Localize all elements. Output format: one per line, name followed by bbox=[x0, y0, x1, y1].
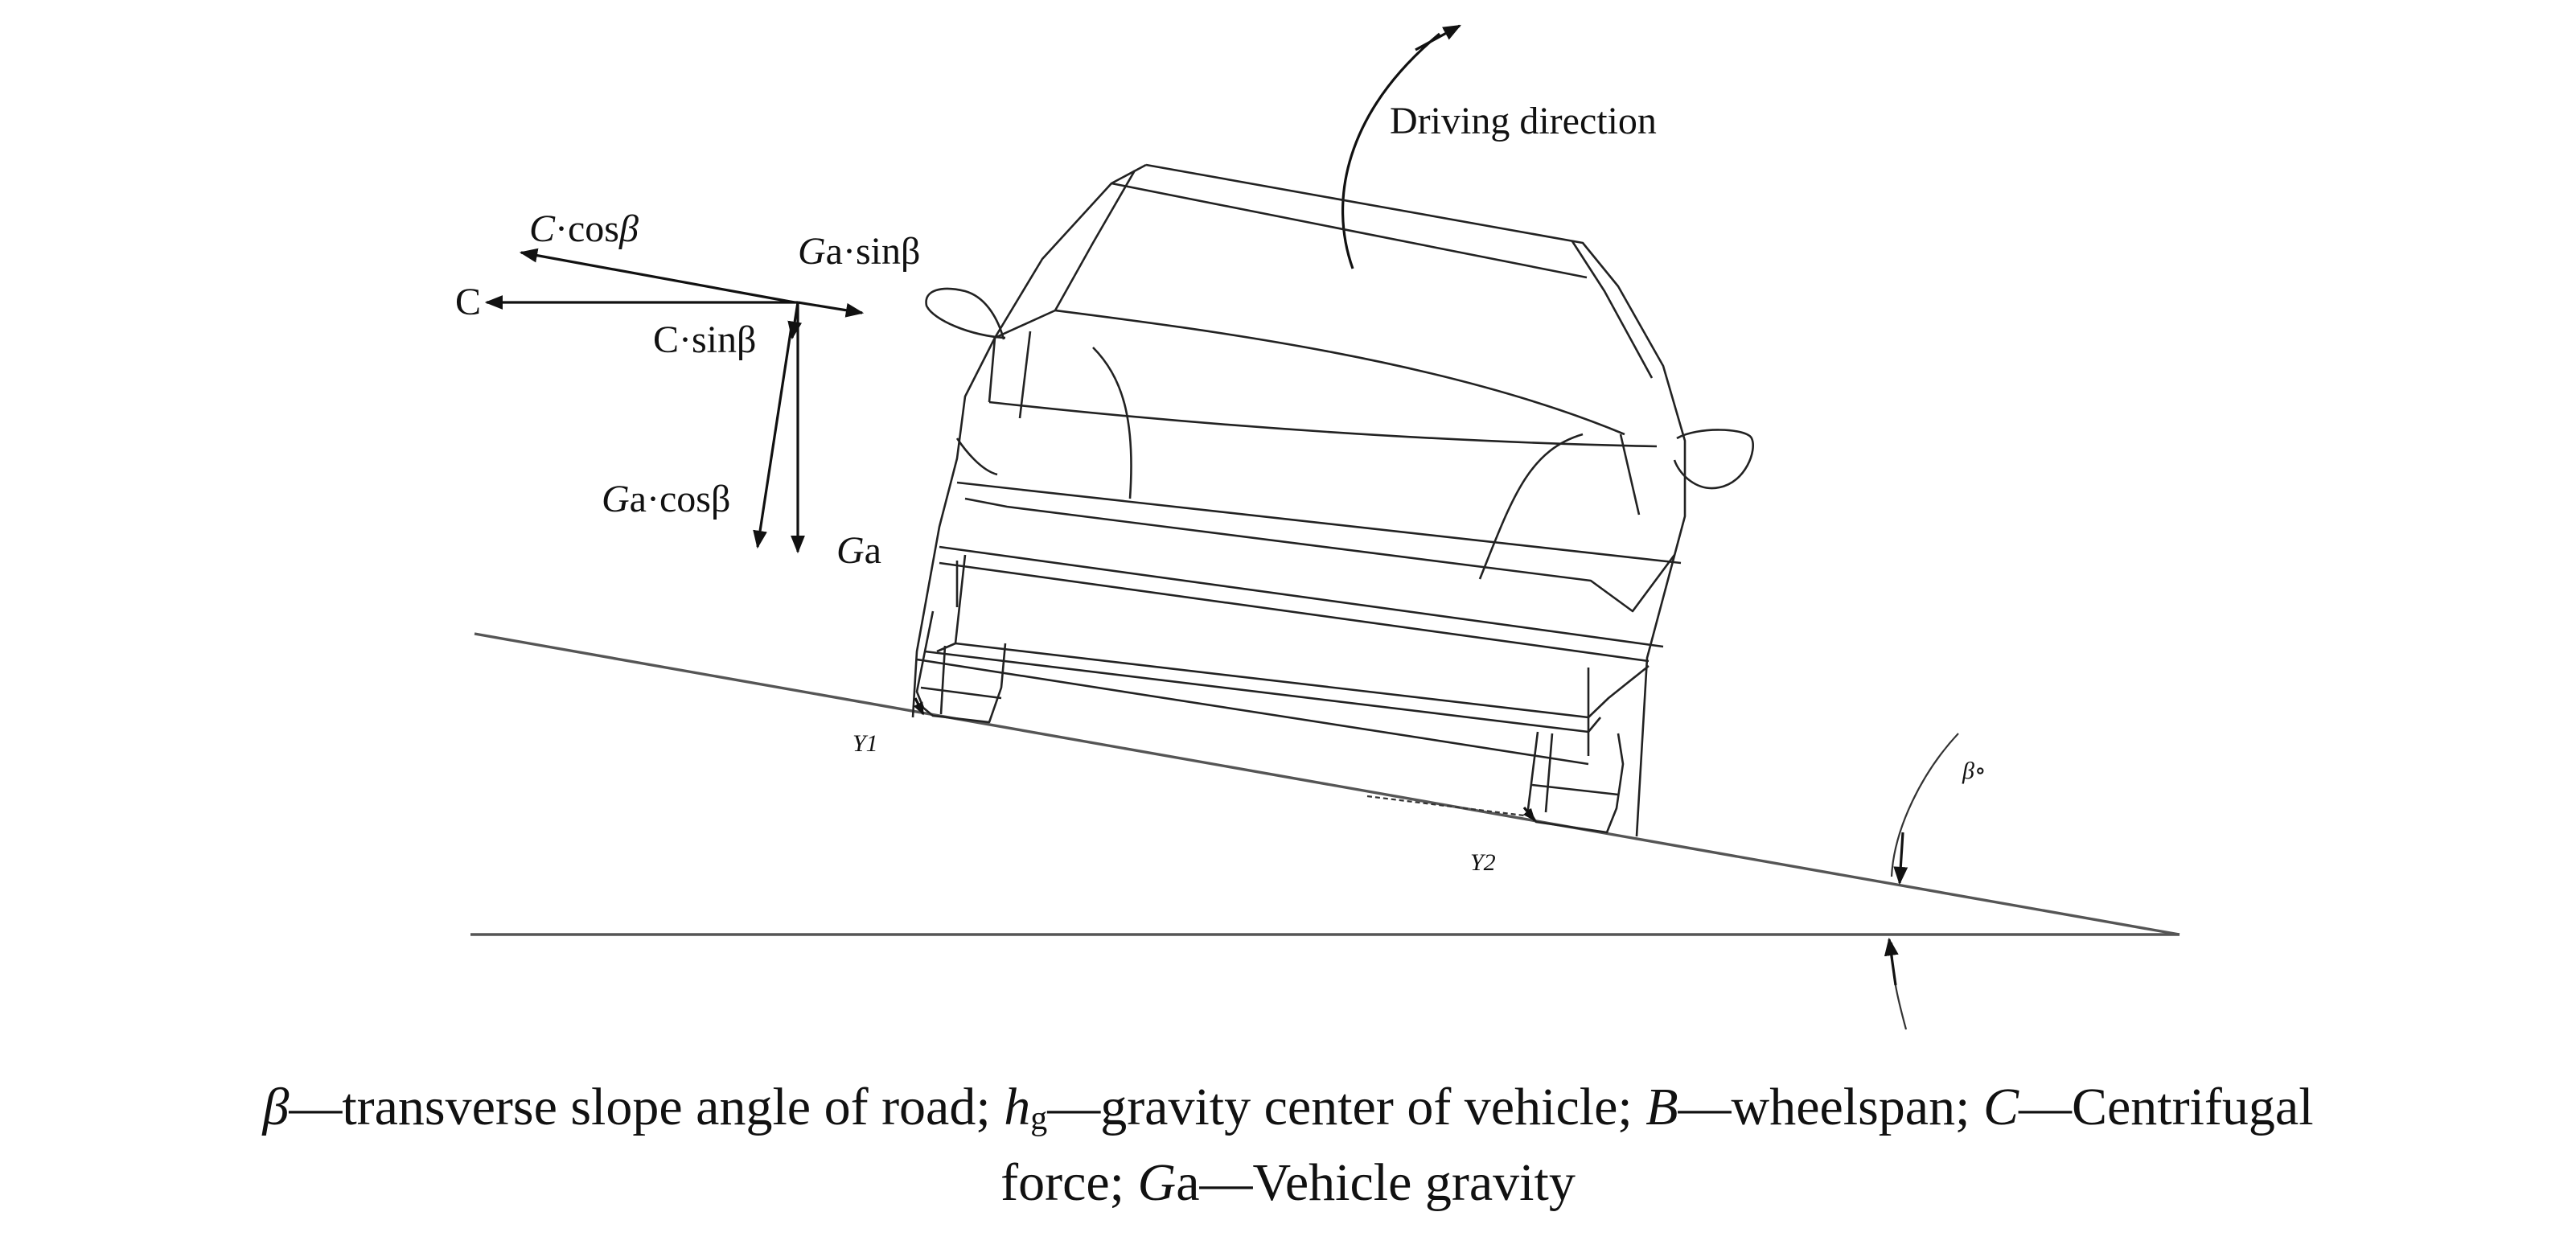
ga-cos-beta-label: Ga·cosβ bbox=[602, 478, 730, 520]
caption-h-text: —gravity center of vehicle; bbox=[1047, 1078, 1646, 1136]
vehicle-rear-view bbox=[911, 163, 1754, 837]
driving-direction-label: Driving direction bbox=[1390, 100, 1657, 142]
c-cos-beta-label: C·cosβ bbox=[529, 207, 639, 250]
caption-c-text: —Centrifugal bbox=[2018, 1078, 2314, 1136]
ga-gravity-label: Ga bbox=[836, 529, 881, 572]
caption-beta-text: —transverse slope angle of road; bbox=[289, 1078, 1005, 1136]
c-sin-beta-label: C·sinβ bbox=[653, 318, 756, 361]
caption-ga-symbol: G bbox=[1137, 1153, 1177, 1212]
caption-ga-text: a—Vehicle gravity bbox=[1176, 1153, 1576, 1212]
figure-caption: β—transverse slope angle of road; hg—gra… bbox=[0, 1070, 2576, 1221]
slope-angle-label: β∘ bbox=[1962, 758, 1986, 784]
caption-h-symbol: h bbox=[1004, 1078, 1031, 1136]
ga-sin-beta-label: Ga·sinβ bbox=[798, 230, 920, 273]
ga-cos-beta-vector bbox=[753, 321, 794, 549]
centrifugal-force-label: C bbox=[455, 281, 481, 323]
caption-line-2: force; Ga—Vehicle gravity bbox=[0, 1145, 2576, 1221]
sloped-road-line bbox=[474, 632, 2180, 936]
caption-b-text: —wheelspan; bbox=[1678, 1078, 1983, 1136]
y2-reaction-label: Y2 bbox=[1470, 849, 1496, 876]
caption-h-subscript: g bbox=[1030, 1100, 1048, 1137]
ga-sin-beta-vector bbox=[797, 301, 865, 318]
driving-direction-indicator: Driving direction bbox=[1341, 24, 1657, 269]
y1-reaction-label: Y1 bbox=[853, 730, 878, 757]
caption-line-1: β—transverse slope angle of road; hg—gra… bbox=[0, 1070, 2576, 1145]
caption-b-symbol: B bbox=[1645, 1078, 1678, 1136]
c-cos-beta-vector bbox=[519, 248, 795, 304]
force-vectors: C·cosβ C Ga·sinβ C·sinβ Ga·cosβ Ga bbox=[455, 207, 920, 572]
caption-force-prefix: force; bbox=[1000, 1153, 1138, 1212]
caption-beta-symbol: β bbox=[262, 1078, 290, 1136]
slope-angle-indicator: β∘ bbox=[1884, 733, 1986, 1030]
caption-c-symbol: C bbox=[1982, 1078, 2019, 1136]
